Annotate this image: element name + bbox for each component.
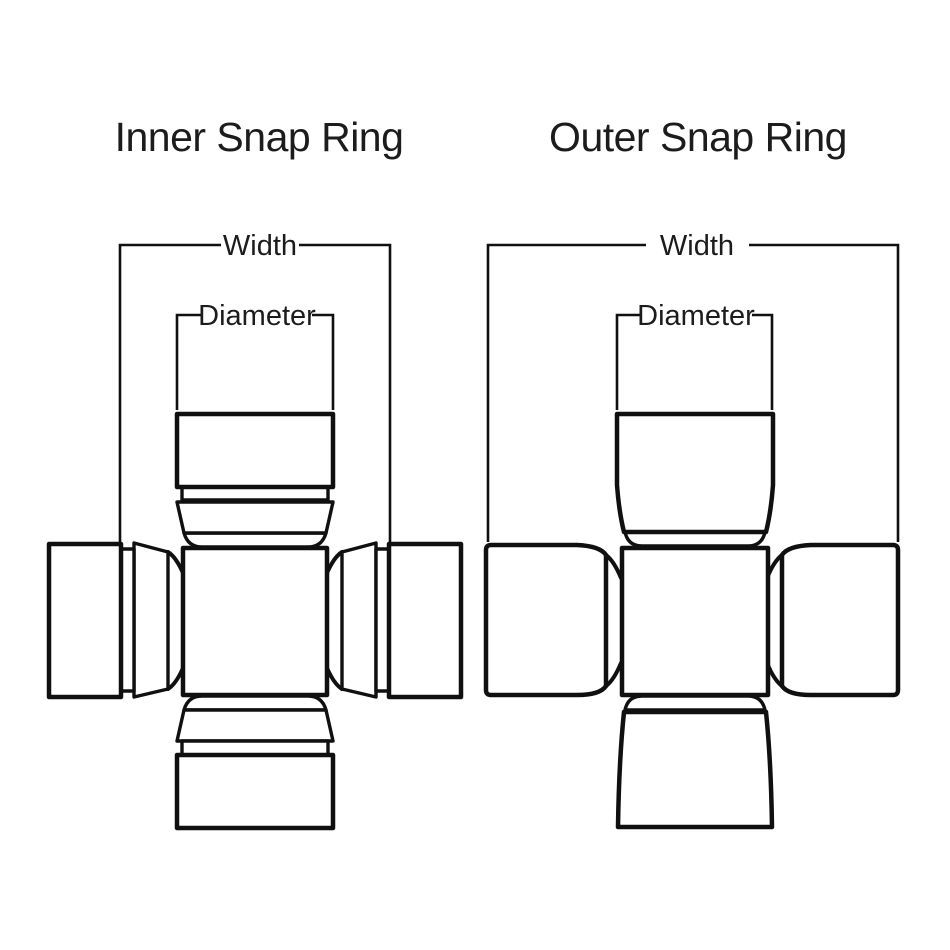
- left-bearing-cap: [483, 542, 609, 698]
- inner-ujoint-drawing: [46, 411, 464, 831]
- inner-diagram-title: Inner Snap Ring: [115, 114, 404, 160]
- left-seal-taper: [132, 541, 170, 699]
- inner-diameter-dimension: Diameter: [175, 300, 335, 410]
- diameter-label: Diameter: [198, 300, 316, 332]
- width-label: Width: [223, 230, 297, 262]
- right-bearing-cap: [386, 541, 464, 700]
- top-seal-dome: [182, 531, 328, 549]
- right-seal-taper: [340, 541, 378, 699]
- diameter-dimension-line: [615, 313, 774, 410]
- inner-width-dimension: Width: [118, 230, 392, 542]
- cross-body: [619, 545, 771, 698]
- width-dimension-line: [118, 243, 392, 542]
- outer-diagram-title: Outer Snap Ring: [549, 114, 847, 160]
- outer-width-dimension: Width: [486, 230, 900, 542]
- top-bearing-cap: [174, 411, 336, 490]
- inner-snap-ring-diagram: Inner Snap Ring Width Diameter: [46, 114, 464, 831]
- bottom-bearing-cap: [615, 709, 775, 830]
- outer-diameter-dimension: Diameter: [615, 300, 774, 410]
- bottom-seal-dome: [182, 694, 328, 712]
- diameter-dimension-line: [175, 313, 335, 410]
- right-bearing-cap: [779, 542, 901, 698]
- diameter-label: Diameter: [637, 300, 755, 332]
- cross-body: [180, 545, 330, 698]
- bottom-bearing-cap: [174, 752, 336, 831]
- left-bearing-cap: [46, 541, 124, 700]
- outer-snap-ring-diagram: Outer Snap Ring Width Diameter: [483, 114, 901, 830]
- bottom-cap-dome: [623, 694, 767, 712]
- top-seal-taper: [175, 500, 335, 535]
- width-dimension-line: [486, 243, 900, 542]
- outer-ujoint-drawing: [483, 411, 901, 830]
- top-bearing-cap: [614, 411, 776, 535]
- bottom-seal-taper: [175, 708, 335, 743]
- width-label: Width: [660, 230, 734, 262]
